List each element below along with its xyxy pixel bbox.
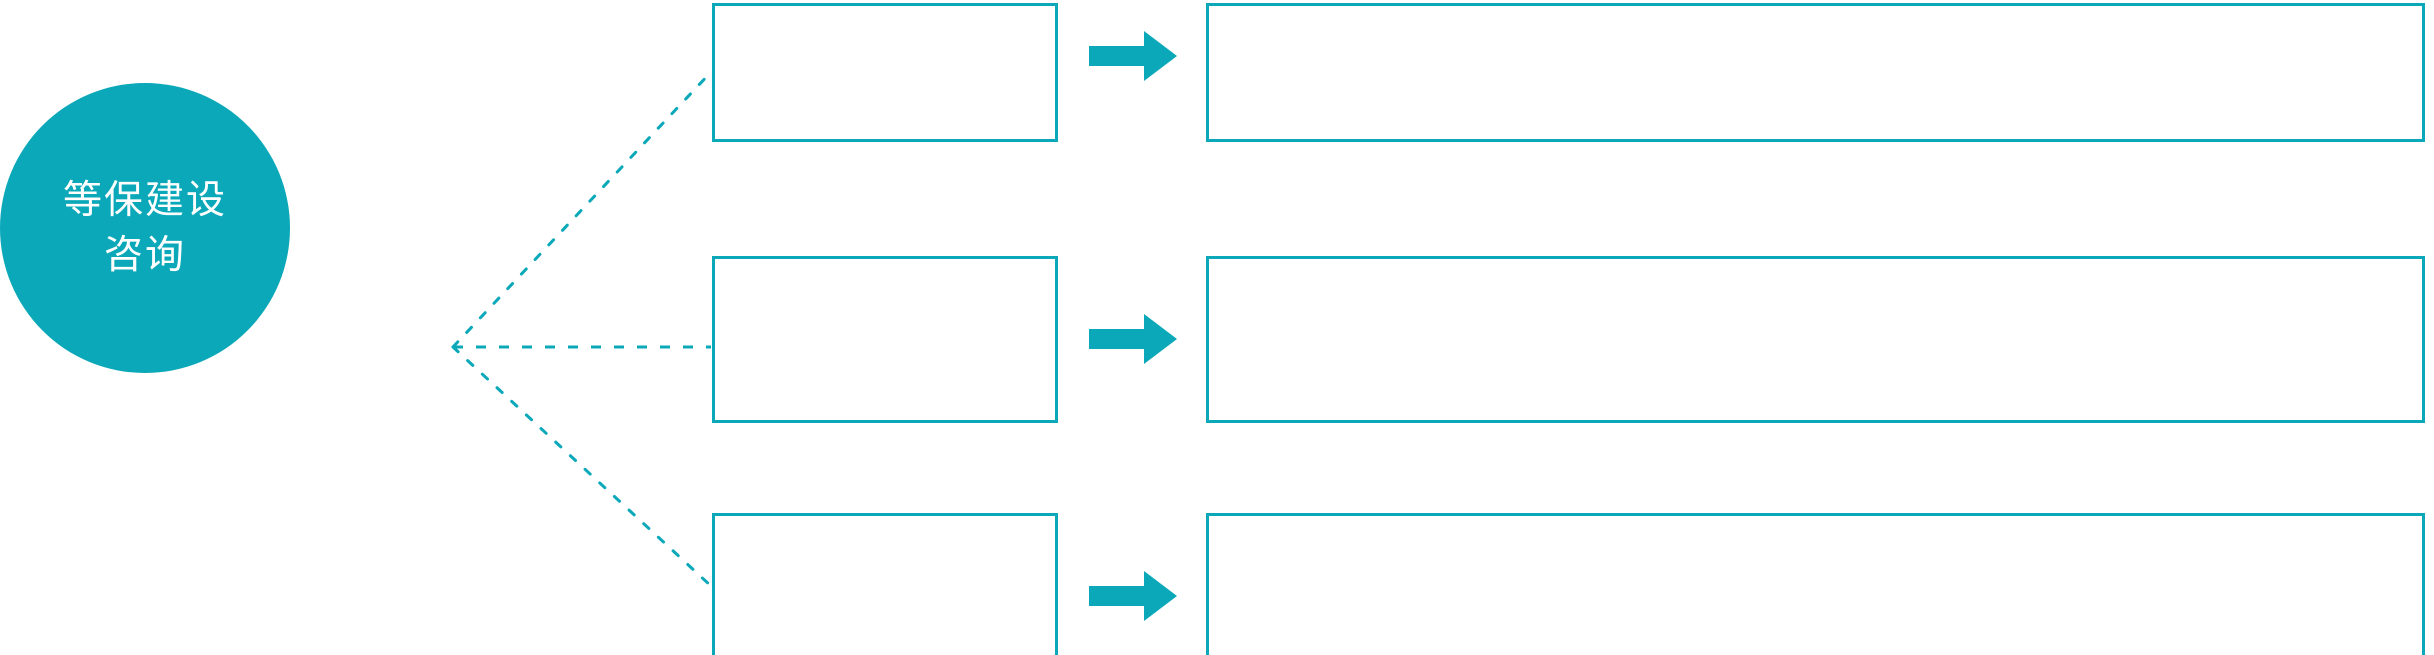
stage-box[interactable] — [712, 256, 1058, 423]
arrow-right-icon — [1089, 31, 1177, 81]
hub-title-line-1: 等保建设 — [62, 178, 227, 222]
hub-circle[interactable]: 等保建设 咨询 — [0, 83, 290, 373]
arrow-right-icon — [1089, 314, 1177, 364]
connector-branch-bottom — [451, 345, 713, 588]
detail-box[interactable] — [1206, 3, 2425, 142]
detail-box[interactable] — [1206, 513, 2425, 655]
hub-title-line-2: 咨询 — [103, 234, 186, 277]
stage-box[interactable] — [712, 3, 1058, 142]
flow-row — [0, 0, 2434, 145]
stage-box[interactable] — [712, 513, 1058, 655]
arrow-right-icon — [1089, 571, 1177, 621]
detail-box[interactable] — [1206, 256, 2425, 423]
